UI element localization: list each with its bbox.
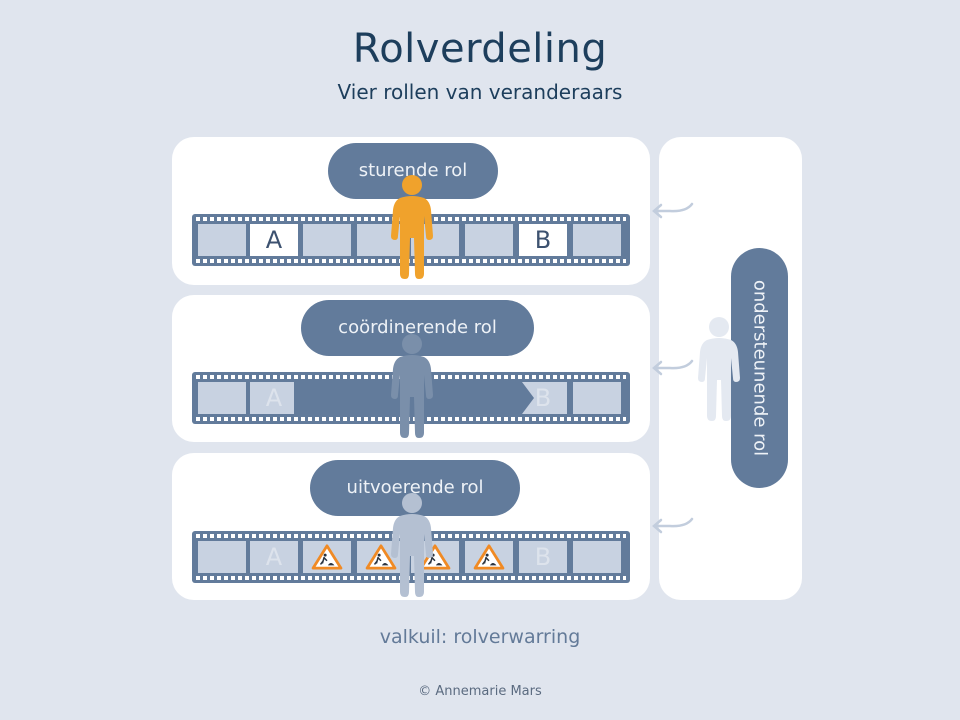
film-frame <box>573 224 621 256</box>
arrow-head-icon <box>522 382 534 414</box>
film-frame: A <box>250 541 298 573</box>
person-icon-coordinerende <box>391 334 433 438</box>
roadwork-warning-icon <box>311 544 343 570</box>
film-frame: A <box>250 382 298 414</box>
film-frame <box>303 224 351 256</box>
person-icon-uitvoerende <box>391 493 433 597</box>
film-frame <box>198 382 246 414</box>
roadwork-warning-icon <box>365 544 397 570</box>
film-perforation <box>196 417 626 421</box>
copyright: © Annemarie Mars <box>418 684 542 699</box>
film-frame: B <box>519 224 567 256</box>
page-title: Rolverdeling <box>352 26 608 72</box>
film-frame <box>573 541 621 573</box>
film-frame <box>198 541 246 573</box>
return-arrow-icon <box>652 359 694 376</box>
role-pill-coordinerende: coördinerende rol <box>301 300 534 356</box>
role-pill-ondersteunende <box>731 248 788 488</box>
person-icon-sturende <box>391 175 433 279</box>
film-perforation <box>196 259 626 263</box>
film-perforation <box>196 576 626 580</box>
roadwork-warning-icon <box>473 544 505 570</box>
film-frame <box>198 224 246 256</box>
film-frame: B <box>519 541 567 573</box>
film-frame <box>573 382 621 414</box>
return-arrow-icon <box>652 517 694 534</box>
person-icon-ondersteunende <box>698 317 740 421</box>
pitfall-note: valkuil: rolverwarring <box>379 626 581 648</box>
film-frame: A <box>250 224 298 256</box>
role-pill-ondersteunende-label: ondersteunende rol <box>749 279 770 457</box>
return-arrow-icon <box>652 202 694 219</box>
film-frame <box>303 541 351 573</box>
film-frame <box>465 541 513 573</box>
film-frame <box>465 224 513 256</box>
page-subtitle: Vier rollen van veranderaars <box>337 80 623 104</box>
